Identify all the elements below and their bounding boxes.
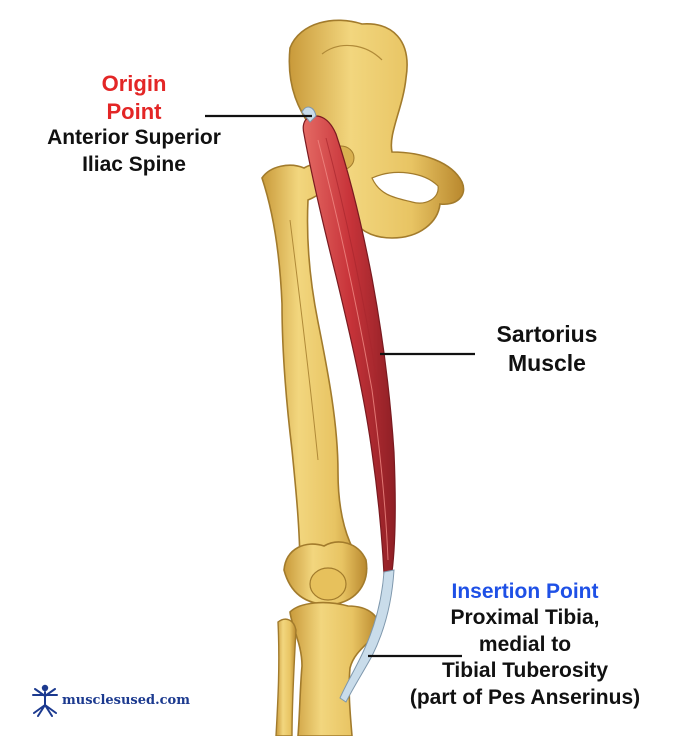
watermark-text: musclesused.com: [62, 693, 190, 708]
insertion-line3: Tibial Tuberosity: [364, 658, 686, 684]
origin-label: Origin Point Anterior Superior Iliac Spi…: [0, 70, 268, 178]
origin-detail-line1: Anterior Superior: [0, 125, 268, 151]
vitruvian-figure-icon: [30, 683, 60, 717]
origin-detail-line2: Iliac Spine: [0, 152, 268, 178]
muscle-label: Sartorius Muscle: [462, 320, 632, 378]
insertion-line2: medial to: [364, 632, 686, 658]
muscle-label-line2: Muscle: [462, 349, 632, 378]
watermark-logo: musclesused.com: [30, 683, 190, 717]
insertion-line4: (part of Pes Anserinus): [364, 685, 686, 711]
muscle-label-line1: Sartorius: [462, 320, 632, 349]
insertion-line1: Proximal Tibia,: [364, 605, 686, 631]
insertion-heading: Insertion Point: [364, 579, 686, 605]
origin-heading-line2: Point: [0, 98, 268, 126]
insertion-label: Insertion Point Proximal Tibia, medial t…: [364, 579, 686, 711]
origin-heading-line1: Origin: [0, 70, 268, 98]
